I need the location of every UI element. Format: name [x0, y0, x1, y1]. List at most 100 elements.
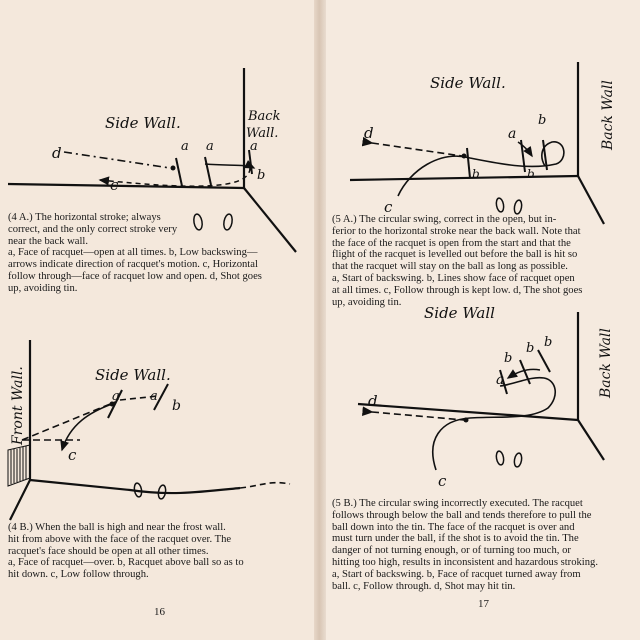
label-back-wall-4a-2: Wall. [246, 126, 278, 141]
shot-path-line [63, 151, 171, 169]
label-back-wall-5a: Back Wall [600, 80, 616, 151]
floor-line [577, 175, 605, 225]
label-a3-4a: a [250, 139, 258, 154]
shot-path-upper [21, 401, 116, 441]
caption-line: a, Start of backswing. b, Lines show fac… [332, 272, 575, 284]
caption-line: racquet's face should be open at all oth… [8, 545, 209, 557]
label-side-wall-4a: Side Wall. [105, 114, 181, 132]
label-b3-5b: b [544, 335, 552, 350]
tin-hatching [7, 444, 31, 487]
caption-line: danger of not turning enough, or of turn… [332, 545, 571, 557]
side-wall-line [349, 174, 579, 182]
caption-4b: (4 B.) When the ball is high and near th… [8, 522, 308, 581]
caption-line: ball. c, Follow through. d, Shot may hit… [332, 580, 516, 592]
caption-line: a, Face of racquet—open at all times. b,… [8, 247, 258, 259]
racquet-face-line-2 [204, 156, 212, 186]
label-b2-5a: b [472, 167, 480, 181]
caption-line: correct, and the only correct stroke ver… [8, 223, 178, 235]
racquet-face-line-3 [542, 139, 548, 171]
side-wall-line [357, 402, 579, 422]
caption-line: the face of the racquet is open from the… [332, 237, 571, 249]
caption-5a: (5 A.) The circular swing, correct in th… [332, 214, 632, 308]
racquet-face-line-1 [466, 147, 471, 179]
caption-line: arrows indicate direction of racquet's m… [8, 259, 258, 271]
label-c-4b: c [68, 446, 77, 464]
footprints [495, 197, 523, 215]
label-back-wall-5b: Back Wall [598, 328, 614, 399]
racquet-face-line-1 [107, 389, 123, 419]
caption-line: hit from above with the face of the racq… [8, 533, 232, 545]
page-number-left: 16 [154, 606, 165, 618]
front-to-floor [9, 479, 31, 521]
floor-line [243, 187, 297, 253]
page-number-right: 17 [478, 598, 489, 610]
label-c-5a: c [384, 198, 393, 216]
label-a1-4b: a [112, 389, 120, 404]
caption-line: follow through—face of racquet low and o… [8, 270, 262, 282]
caption-line: (4 A.) The horizontal stroke; always [8, 212, 161, 223]
label-d-5a: d [364, 124, 374, 142]
racquet-face-line-1 [499, 369, 508, 395]
label-a2-4b: a [150, 389, 158, 404]
caption-line: ferior to the horizontal stroke near the… [332, 225, 581, 237]
racquet-face-line-2 [519, 359, 531, 385]
racquet-face-line-1 [175, 157, 183, 187]
racquet-connector [119, 395, 159, 401]
footprints [193, 213, 233, 231]
caption-line: that the racquet will stay on the ball a… [332, 261, 568, 273]
caption-line: (5 B.) The circular swing incorrectly ex… [332, 498, 583, 509]
swing-loop [432, 376, 556, 471]
floor-dashed [239, 481, 291, 489]
racquet-face-line-3 [248, 149, 253, 175]
caption-line: up, avoiding tin. [8, 282, 78, 294]
label-b3-5a: b [527, 167, 535, 181]
caption-line: near the back wall. [8, 235, 89, 247]
figure-4b [7, 340, 291, 521]
caption-4a: (4 A.) The horizontal stroke; always cor… [8, 212, 308, 295]
backswing-arrow [204, 159, 256, 169]
caption-line: follows through below the ball and tends… [332, 509, 592, 521]
racquet-face-line-2 [520, 139, 526, 173]
figure-4a [7, 68, 297, 253]
left-page [0, 0, 318, 640]
shot-path-line [361, 136, 463, 157]
racquet-face-line-2 [153, 383, 169, 411]
label-c-5b: c [438, 472, 447, 490]
floor-line [577, 419, 605, 461]
caption-line: up, avoiding tin. [332, 296, 402, 308]
label-a-5b: a [496, 372, 504, 388]
shot-path-line [362, 406, 465, 421]
label-a-5a: a [508, 126, 516, 142]
follow-through-curve [60, 403, 113, 452]
side-wall-line [7, 182, 245, 190]
racquet-face-line-3 [537, 349, 551, 373]
ball-dot [463, 417, 469, 423]
caption-line: a, Face of racquet—over. b, Racquet abov… [8, 557, 244, 569]
label-d-4a: d [52, 144, 62, 162]
caption-line: hitting too high, results in inconsisten… [332, 556, 598, 568]
caption-line: flight of the racquet is levelled out be… [332, 249, 578, 261]
label-c-4a: c [110, 176, 119, 194]
caption-line: at all times. c, Follow through is kept … [332, 284, 583, 296]
figure-5a [349, 62, 605, 225]
caption-line: ball down into the tin. The face of the … [332, 521, 575, 533]
caption-5b: (5 B.) The circular swing incorrectly ex… [332, 498, 632, 592]
label-side-wall-5a: Side Wall. [430, 74, 506, 92]
figure-5b [357, 312, 605, 471]
caption-line: (4 B.) When the ball is high and near th… [8, 522, 226, 533]
label-a1-4a: a [181, 139, 189, 154]
ball-dot [461, 153, 467, 159]
caption-line: hit down. c, Low follow through. [8, 569, 149, 581]
label-a2-4a: a [206, 139, 214, 154]
label-side-wall-5b: Side Wall [424, 304, 495, 322]
label-b1-5b: b [504, 351, 512, 366]
book-gutter [314, 0, 326, 640]
footprints [133, 482, 167, 500]
label-b2-5b: b [526, 341, 534, 356]
footprints [495, 450, 523, 468]
caption-line: must turn under the ball, if the shot is… [332, 533, 579, 545]
label-d-5b: d [368, 392, 378, 410]
follow-through-curve [98, 167, 251, 187]
ball-dot [109, 401, 115, 407]
